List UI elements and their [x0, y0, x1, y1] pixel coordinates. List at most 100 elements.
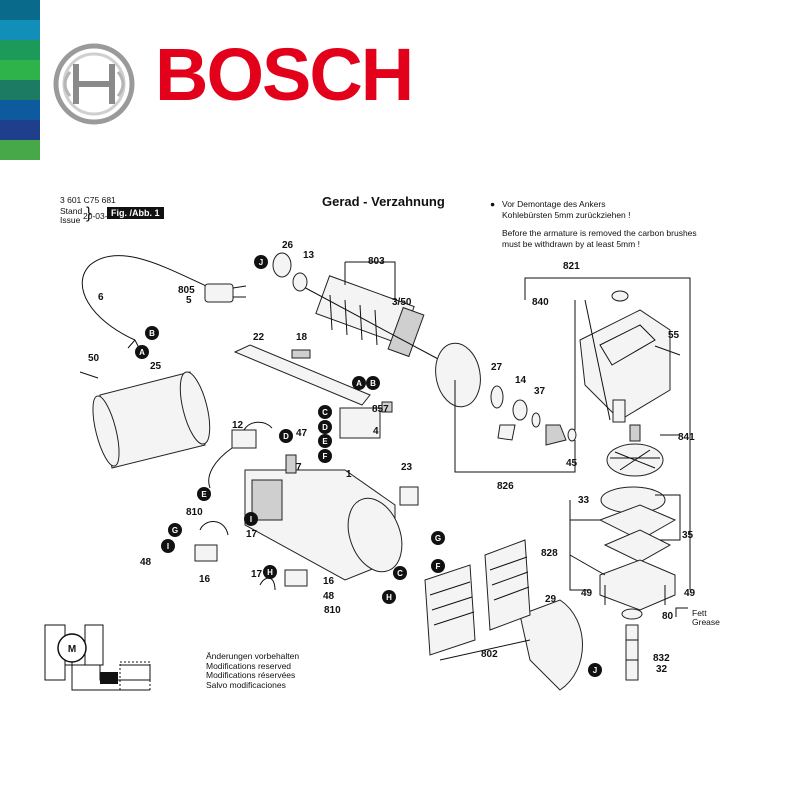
- gasket: [603, 529, 672, 563]
- gear-hub: [629, 424, 641, 442]
- bearing-14: [512, 399, 528, 421]
- part-number-label: 17: [246, 529, 258, 540]
- issue-date: 20-03-17: [83, 211, 118, 221]
- marker-letter: I: [167, 542, 169, 551]
- part-number-label: 32: [656, 664, 668, 675]
- part-number-label: 49: [581, 588, 593, 599]
- marker-letter: B: [370, 379, 376, 388]
- marker-letter: E: [322, 437, 328, 446]
- clip-7: [285, 454, 297, 474]
- part-number-label: 23: [401, 462, 413, 473]
- connection-marker: E: [197, 487, 211, 501]
- issue-label: Issue: [60, 215, 81, 225]
- part-number-label: 26: [282, 240, 294, 251]
- part-number-label: 832: [653, 653, 670, 664]
- part-number-label: 3/50: [392, 297, 412, 308]
- connection-marker: A: [352, 376, 366, 390]
- connection-marker: D: [279, 429, 293, 443]
- bearing-flange: [599, 559, 676, 611]
- connection-marker: C: [393, 566, 407, 580]
- wiring-schematic: [44, 624, 151, 691]
- motor-housing: [244, 469, 403, 581]
- marker-letter: J: [593, 666, 597, 675]
- connection-marker: G: [168, 523, 182, 537]
- connection-marker: B: [366, 376, 380, 390]
- marker-letter: A: [356, 379, 362, 388]
- stripe-band: [0, 140, 40, 160]
- field-coils: [424, 539, 531, 656]
- switch-screw: [381, 401, 393, 413]
- part-number-label: 25: [150, 361, 162, 372]
- modifications-notice: Änderungen vorbehalten Modifications res…: [206, 651, 300, 690]
- diagram-title: Gerad - Verzahnung: [322, 194, 445, 209]
- note-de-line1: Vor Demontage des Ankers: [502, 199, 606, 209]
- marker-letter: I: [250, 515, 252, 524]
- part-number-label: 33: [578, 495, 590, 506]
- mod-line-fr: Modifications réservées: [206, 670, 296, 681]
- connection-marker: B: [145, 326, 159, 340]
- note-de-line2: Kohlebürsten 5mm zurückziehen !: [502, 210, 631, 220]
- part-number-label: 12: [232, 420, 244, 431]
- stripe-band: [0, 0, 40, 20]
- part-number-label: 18: [296, 332, 308, 343]
- brush-holder-plate: [233, 344, 371, 406]
- pinion: [545, 424, 567, 446]
- part-number-label: 48: [140, 557, 152, 568]
- brand-color-stripe: [0, 0, 40, 160]
- connection-marker: I: [244, 512, 258, 526]
- marker-letter: C: [397, 569, 403, 578]
- part-number-label: 810: [186, 507, 203, 518]
- part-number-label: 1: [346, 469, 352, 480]
- wheel-guard: [519, 599, 583, 691]
- part-number-label: 22: [253, 332, 265, 343]
- stripe-band: [0, 80, 40, 100]
- connection-marker: F: [318, 449, 332, 463]
- marker-letter: E: [201, 490, 207, 499]
- part-number-label: 4: [373, 426, 379, 437]
- marker-letter: F: [323, 452, 328, 461]
- part-number-label: 802: [481, 649, 498, 660]
- cap-840: [611, 290, 629, 302]
- marker-letter: D: [283, 432, 289, 441]
- mod-line-de: Änderungen vorbehalten: [206, 651, 300, 661]
- connection-marker: C: [318, 405, 332, 419]
- part-number-label: 48: [323, 591, 335, 602]
- connection-marker: H: [382, 590, 396, 604]
- part-number-label: 7: [296, 462, 302, 473]
- gear-housing: [579, 309, 671, 421]
- part-number-label: 37: [534, 386, 546, 397]
- connection-marker: E: [318, 434, 332, 448]
- part-number-label: 16: [323, 576, 335, 587]
- plate-35: [598, 504, 677, 541]
- part-number-label: 29: [545, 594, 557, 605]
- grease-label-de: Fett: [692, 608, 707, 618]
- connection-marker: J: [254, 255, 268, 269]
- stripe-band: [0, 20, 40, 40]
- spindle: [625, 624, 639, 681]
- mod-line-es: Salvo modificaciones: [206, 679, 286, 690]
- part-number-label: 14: [515, 375, 527, 386]
- grease-label-en: Grease: [692, 617, 720, 627]
- part-number-label: 840: [532, 297, 549, 308]
- part-number-label: 16: [199, 574, 211, 585]
- marker-letter: H: [386, 593, 392, 602]
- connection-marker: F: [431, 559, 445, 573]
- figure-label: Fig. /Abb. 1: [107, 207, 164, 219]
- brush-holder-b: [284, 569, 308, 587]
- connection-marker: J: [588, 663, 602, 677]
- key-part: [497, 424, 516, 441]
- spring-18: [291, 349, 311, 359]
- marker-letter: G: [172, 526, 178, 535]
- note-en-line2: must be withdrawn by at least 5mm !: [502, 239, 640, 249]
- part-number-label: 27: [491, 362, 503, 373]
- part-number-label: 13: [303, 250, 315, 261]
- marker-letter: A: [139, 348, 145, 357]
- marker-letter: J: [259, 258, 263, 267]
- connection-marker: A: [135, 345, 149, 359]
- armature: [299, 275, 441, 361]
- part-number-label: 805: [178, 285, 195, 296]
- marker-letter: F: [436, 562, 441, 571]
- motor-housing-cover: [92, 371, 211, 469]
- stripe-band: [0, 120, 40, 140]
